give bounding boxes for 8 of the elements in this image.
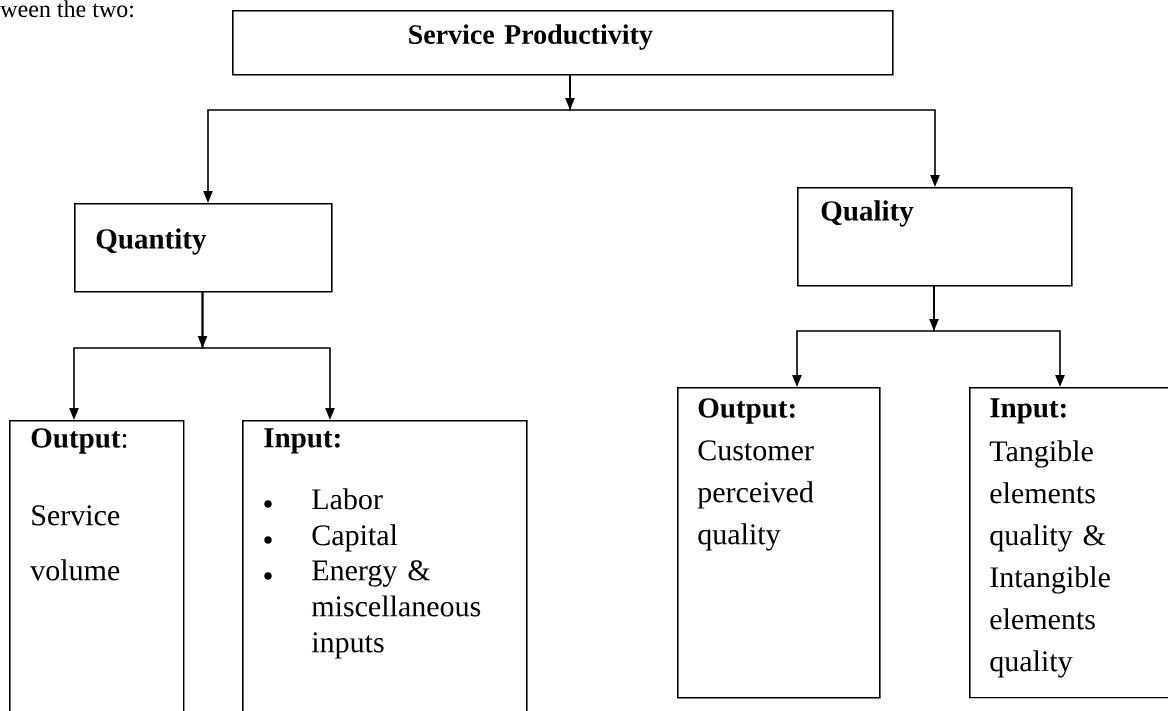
text-box: Input: Labor Capital Energy & miscellaneous inputs (242, 420, 528, 711)
text-box: Input: Tangible elements quality & Intangible elements quality (969, 387, 1168, 699)
text-box: Output: Customer perceived quality (677, 387, 881, 699)
category-box: Quantity (74, 203, 333, 293)
text-box: Output: Service volume (9, 420, 185, 711)
title-box: Service Productivity (232, 10, 894, 76)
category-box: Quality (797, 187, 1073, 287)
cut-off-text: ween the two: (0, 0, 133, 18)
